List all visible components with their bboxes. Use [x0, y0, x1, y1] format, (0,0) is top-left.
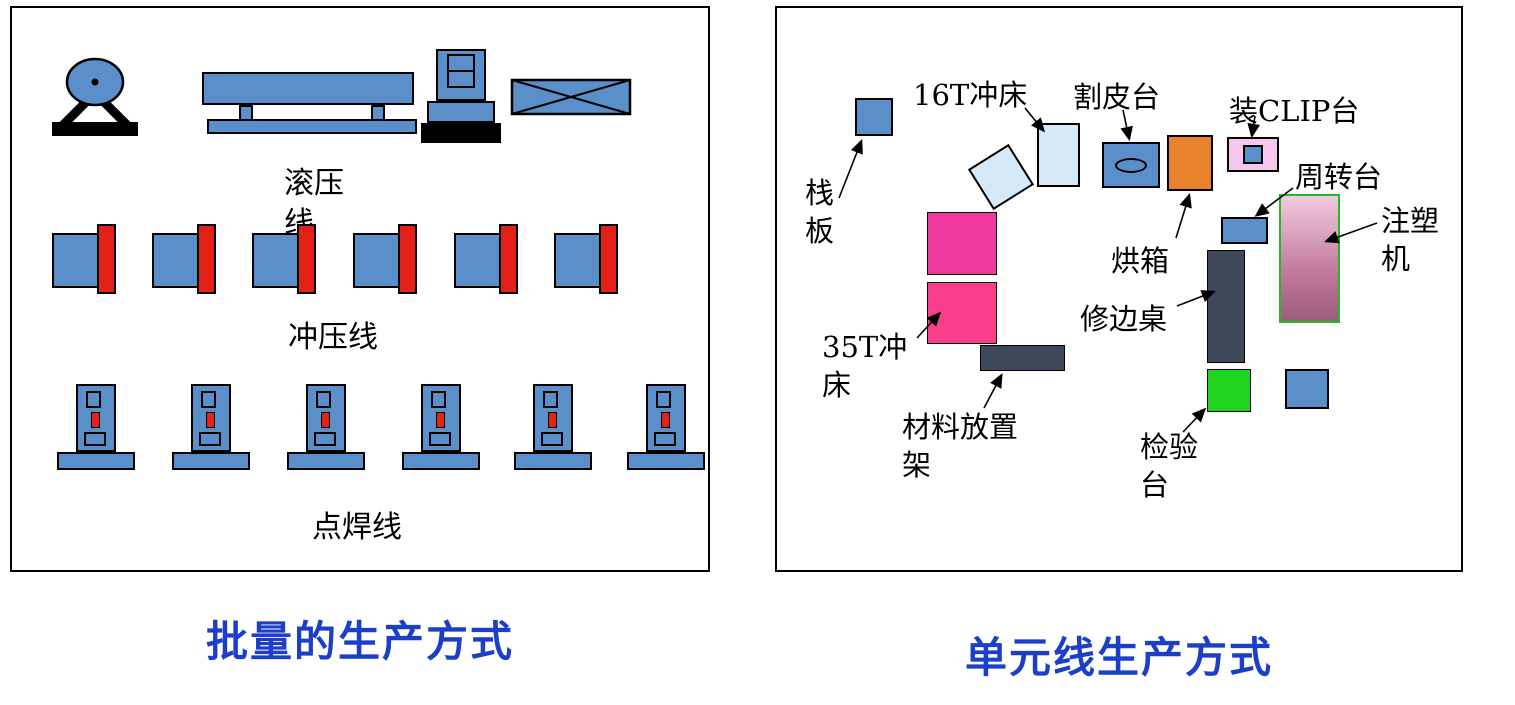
welder-body-icon: [76, 384, 116, 452]
welder-body-icon: [533, 384, 573, 452]
welder-foot-icon: [654, 432, 676, 446]
cutting-ellipse-icon: [1115, 158, 1147, 173]
welder-electrode-icon: [206, 412, 215, 428]
stamping-ram-icon: [297, 224, 316, 294]
welder-unit: [57, 384, 135, 472]
oven-icon: [1167, 135, 1213, 191]
stamping-ram-icon: [599, 224, 618, 294]
stamping-line-label: 冲压线: [288, 320, 378, 355]
material-rack-arrow: [983, 373, 1003, 409]
welder-base-icon: [627, 452, 705, 470]
welder-base-icon: [287, 452, 365, 470]
welder-unit: [627, 384, 705, 472]
welder-slot-icon: [431, 391, 446, 408]
welder-base-icon: [172, 452, 250, 470]
press-machine-body: [427, 101, 495, 123]
stamping-ram-icon: [197, 224, 216, 294]
welder-foot-icon: [84, 432, 106, 446]
trimming-table-icon: [1207, 250, 1245, 363]
stamping-unit: [353, 224, 417, 294]
welder-body-icon: [306, 384, 346, 452]
pallet-label: 栈板: [805, 176, 835, 249]
punch-16t-label: 16T冲床: [913, 78, 1028, 112]
welder-slot-icon: [656, 391, 671, 408]
welder-electrode-icon: [548, 412, 557, 428]
crossed-box-icon: [510, 78, 632, 116]
stamping-unit: [454, 224, 518, 294]
clip-station-icon: [1227, 137, 1279, 172]
stamping-ram-icon: [499, 224, 518, 294]
rolling-bench-rail: [207, 119, 417, 134]
stamping-unit: [52, 224, 116, 294]
stamping-ram-icon: [398, 224, 417, 294]
welder-slot-icon: [201, 391, 216, 408]
pallet-icon: [855, 98, 893, 136]
welder-foot-icon: [314, 432, 336, 446]
welder-body-icon: [421, 384, 461, 452]
punch-16t-icon: [1037, 123, 1080, 187]
welder-electrode-icon: [91, 412, 100, 428]
welder-base-icon: [57, 452, 135, 470]
press-machine-window: [447, 54, 475, 88]
batch-production-panel: 滚压线 冲压线 点焊线: [10, 6, 710, 572]
welder-unit: [514, 384, 592, 472]
aux-table-icon: [1285, 369, 1329, 409]
right-panel-title: 单元线生产方式: [964, 634, 1273, 681]
welder-electrode-icon: [661, 412, 670, 428]
turnover-table-icon: [1221, 217, 1268, 244]
turnover-label: 周转台: [1295, 160, 1383, 194]
roller-machine-icon: [52, 57, 138, 136]
tilted-table-icon: [967, 143, 1035, 211]
oven-arrow: [1175, 192, 1192, 239]
punch-35t-label: 35T冲床: [822, 330, 908, 403]
inspection-label: 检验台: [1140, 430, 1199, 503]
welding-line-label: 点焊线: [312, 510, 402, 545]
welder-foot-icon: [429, 432, 451, 446]
welder-slot-icon: [543, 391, 558, 408]
welder-foot-icon: [199, 432, 221, 446]
material-rack-label: 材料放置架: [902, 410, 1019, 483]
trimming-label: 修边桌: [1080, 302, 1168, 336]
injection-machine-icon: [1279, 194, 1340, 323]
welder-base-icon: [514, 452, 592, 470]
rolling-bench-top: [202, 72, 414, 105]
cell-line-panel: 栈板 16T冲床 割皮台 装CLIP台 周转台 注塑机 烘箱 修边桌 35T冲床…: [775, 6, 1463, 572]
welder-slot-icon: [86, 391, 101, 408]
welder-unit: [402, 384, 480, 472]
welder-electrode-icon: [321, 412, 330, 428]
stamping-unit: [252, 224, 316, 294]
left-panel-title: 批量的生产方式: [205, 618, 514, 665]
welder-base-icon: [402, 452, 480, 470]
clip-inner-block-icon: [1243, 145, 1263, 164]
welder-electrode-icon: [436, 412, 445, 428]
press-machine-head: [436, 49, 486, 101]
skin-cutting-table-icon: [1102, 142, 1160, 188]
pallet-arrow: [838, 139, 863, 199]
clip-station-label: 装CLIP台: [1229, 94, 1360, 128]
oven-label: 烘箱: [1111, 244, 1170, 278]
welder-unit: [172, 384, 250, 472]
inspection-table-icon: [1207, 369, 1251, 412]
welder-body-icon: [191, 384, 231, 452]
welder-unit: [287, 384, 365, 472]
punch-35t-lower-icon: [927, 282, 997, 344]
welder-body-icon: [646, 384, 686, 452]
injection-label: 注塑机: [1381, 204, 1440, 277]
stamping-unit: [152, 224, 216, 294]
punch-35t-upper-icon: [927, 212, 997, 275]
press-machine-base: [421, 123, 501, 143]
welder-slot-icon: [316, 391, 331, 408]
stamping-unit: [554, 224, 618, 294]
welder-foot-icon: [541, 432, 563, 446]
stamping-ram-icon: [97, 224, 116, 294]
material-rack-icon: [980, 345, 1065, 371]
skin-cutting-label: 割皮台: [1073, 80, 1161, 114]
